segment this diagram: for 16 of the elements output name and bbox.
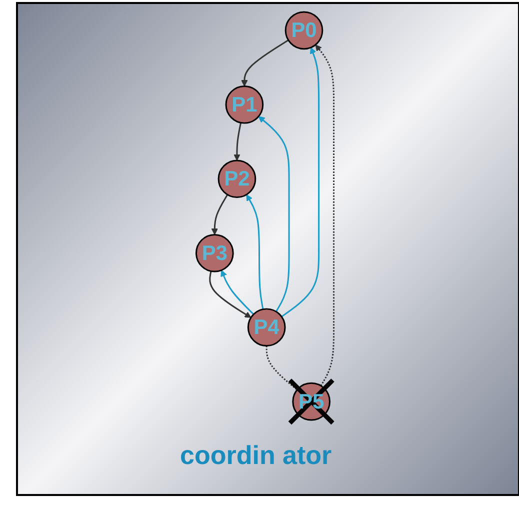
arrow: [281, 47, 320, 318]
node-circle: P1: [225, 85, 264, 124]
role-label: coordin ator: [180, 440, 332, 471]
node-circle: P2: [218, 160, 256, 198]
arrow: [241, 40, 289, 87]
arrow: [258, 116, 290, 312]
node-circle: P0: [284, 11, 324, 50]
node-circle: P3: [195, 234, 234, 272]
arrow: [246, 194, 264, 310]
arrow: [315, 44, 335, 386]
arrow: [220, 270, 254, 315]
arrow: [209, 271, 252, 318]
arrow: [211, 194, 228, 235]
arrow: [234, 122, 242, 161]
node-circle: P4: [247, 308, 286, 347]
connector: [266, 346, 298, 390]
